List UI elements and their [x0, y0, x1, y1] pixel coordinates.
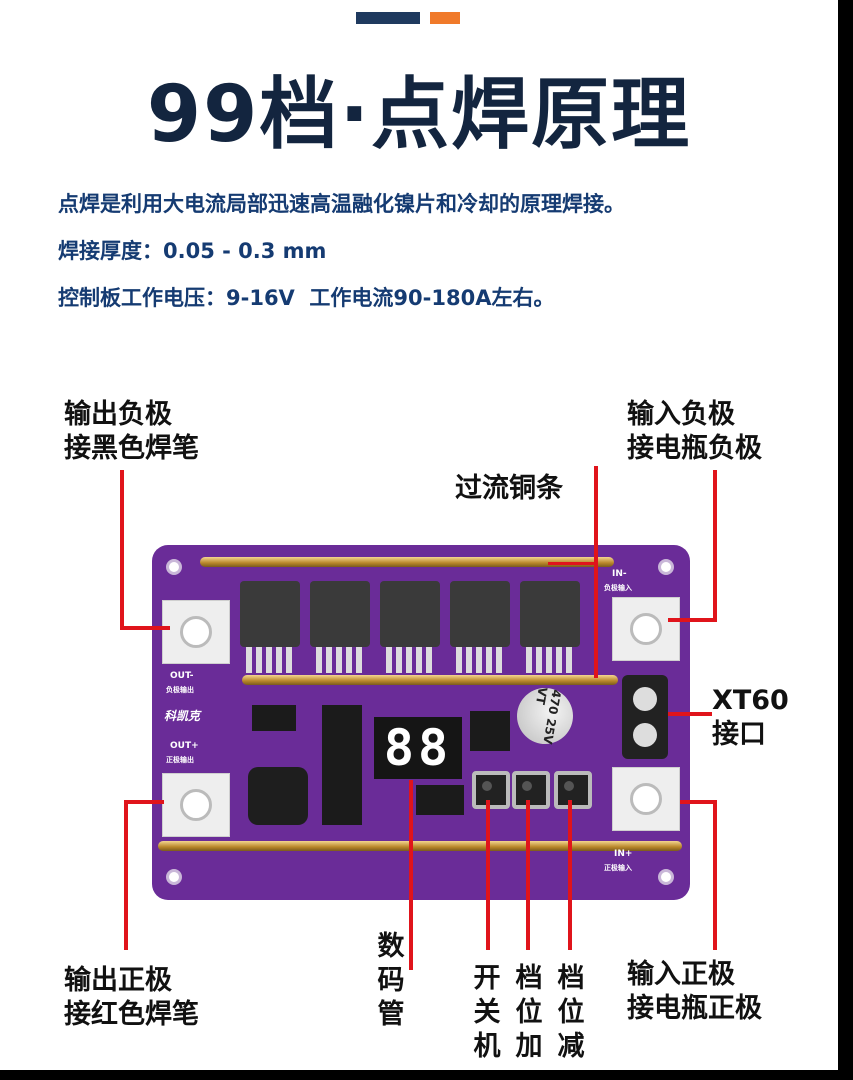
- callout-line-input-positive: [713, 800, 717, 950]
- callout-line-display: [409, 780, 413, 970]
- silk-out-positive-cn: 正极输出: [166, 756, 194, 764]
- copper-bar-middle: [242, 675, 618, 685]
- label-output-positive: 输出正极 接红色焊笔: [64, 965, 199, 1030]
- label-gear-up: 档位加: [515, 963, 543, 1062]
- callout-line-gear-up: [526, 800, 530, 950]
- silk-out-positive: OUT+: [170, 741, 199, 751]
- pad-in-negative: [612, 597, 680, 661]
- mosfet: [520, 581, 580, 673]
- callout-line-gear-down: [568, 800, 572, 950]
- mosfet: [240, 581, 300, 673]
- pad-out-positive: [162, 773, 230, 837]
- capacitor: 470 25V VT: [512, 683, 578, 749]
- silk-in-positive-cn: 正极输入: [604, 864, 632, 872]
- pad-out-negative: [162, 600, 230, 664]
- silk-in-negative-cn: 负极输入: [604, 584, 632, 592]
- callout-line-input-positive: [680, 800, 717, 804]
- callout-line-input-negative: [668, 618, 717, 622]
- callout-line-output-negative: [120, 470, 124, 630]
- gear-up-button[interactable]: [512, 771, 550, 809]
- copper-bar-bottom: [158, 841, 682, 851]
- label-output-negative: 输出负极 接黑色焊笔: [64, 399, 199, 464]
- mount-hole: [166, 869, 182, 885]
- gear-down-button[interactable]: [554, 771, 592, 809]
- label-gear-down: 档位减: [557, 963, 585, 1062]
- callout-line-output-positive: [124, 800, 128, 950]
- silk-brand: 科凯克: [164, 709, 201, 723]
- regulator-chip: [470, 711, 510, 751]
- label-xt60: XT60 接口: [712, 685, 789, 750]
- page-title: 99档·点焊原理: [146, 70, 692, 160]
- driver-chip: [416, 785, 464, 815]
- silk-out-negative-cn: 负极输出: [166, 686, 194, 694]
- label-input-positive: 输入正极 接电瓶正极: [627, 959, 762, 1024]
- callout-line-output-negative: [120, 626, 170, 630]
- description-line-1: 点焊是利用大电流局部迅速高温融化镍片和冷却的原理焊接。: [58, 192, 625, 216]
- power-button[interactable]: [472, 771, 510, 809]
- label-overcurrent-copper: 过流铜条: [455, 473, 563, 504]
- label-power-switch: 开关机: [473, 963, 501, 1062]
- page: 99档·点焊原理 点焊是利用大电流局部迅速高温融化镍片和冷却的原理焊接。 焊接厚…: [0, 0, 838, 1070]
- label-input-negative: 输入负极 接电瓶负极: [627, 399, 762, 464]
- mount-hole: [166, 559, 182, 575]
- silk-out-negative: OUT-: [170, 671, 194, 681]
- seven-segment-display: 88: [374, 717, 462, 779]
- callout-line-overcurrent-copper: [594, 466, 598, 678]
- mosfet: [450, 581, 510, 673]
- mount-hole: [658, 869, 674, 885]
- silk-in-positive: IN+: [614, 849, 633, 859]
- label-display: 数码管: [377, 931, 405, 1030]
- description-line-3: 控制板工作电压：9-16V 工作电流90-180A左右。: [58, 286, 555, 310]
- silk-in-negative: IN-: [612, 569, 627, 579]
- pad-in-positive: [612, 767, 680, 831]
- callout-line-input-negative: [713, 470, 717, 622]
- microcontroller-chip: [322, 705, 362, 825]
- description-line-2: 焊接厚度：0.05 - 0.3 mm: [58, 239, 327, 263]
- small-chip: [252, 705, 296, 731]
- top-accent-orange: [430, 12, 460, 24]
- xt60-connector: [622, 675, 668, 759]
- callout-line-xt60: [668, 712, 712, 716]
- mosfet: [310, 581, 370, 673]
- control-board: IN- 负极输入 OUT- 负极输出 科凯克 OUT+ 正极输出 IN+ 正极输…: [152, 545, 690, 900]
- callout-line-power: [486, 800, 490, 950]
- mosfet: [380, 581, 440, 673]
- callout-line-output-positive: [124, 800, 164, 804]
- copper-bar-top: [200, 557, 614, 567]
- mount-hole: [658, 559, 674, 575]
- inductor: [248, 767, 308, 825]
- top-accent-navy: [356, 12, 420, 24]
- callout-line-overcurrent-copper: [548, 562, 596, 565]
